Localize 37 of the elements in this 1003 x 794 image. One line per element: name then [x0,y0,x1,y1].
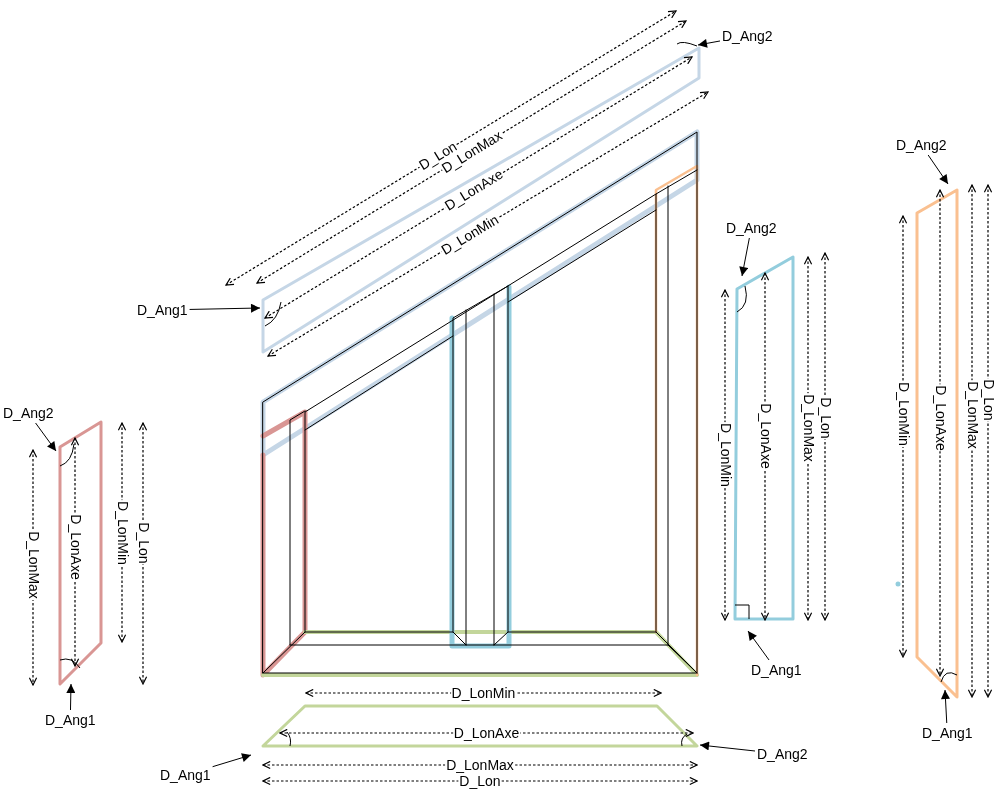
dimension-label: D_Lon [458,773,502,789]
leader-line [739,237,750,277]
dimension-label: D_LonAxe [452,725,521,741]
angle-label: D_Ang1 [922,725,973,741]
dimension-label: D_LonMax [800,392,816,463]
dimension-label: D_LonMax [445,757,515,773]
angle-label: D_Ang2 [896,137,947,153]
leader-line [66,683,76,711]
angle-label: D_Ang1 [160,767,211,783]
dimension-label: D_LonMin [895,381,911,448]
left-post-profile-drawing [58,420,103,686]
leader-line [941,689,950,724]
dimension-label: D_LonAxe [757,402,773,470]
sill-profile-drawing [261,704,699,748]
leader-line [35,422,57,452]
mullion-profile-drawing [733,255,795,621]
leader-line [697,38,721,48]
dimension-label: D_LonAxe [67,513,83,582]
dimension-label: D_Lon [817,396,833,440]
dimension-label: D_Lon [135,521,151,565]
dimension-label: D_LonAxe [932,384,948,453]
angle-label: D_Ang1 [751,662,802,678]
angle-label: D_Ang1 [137,302,188,318]
angle-label: D_Ang1 [45,712,96,728]
right-post-profile-drawing [915,188,959,699]
angle-label: D_Ang2 [722,28,773,44]
angle-label: D_Ang2 [3,405,54,421]
leader-line [189,303,261,313]
leader-line [927,154,949,185]
top-rail-profile-drawing [261,41,701,354]
leader-line [212,753,252,768]
dimension-label: D_Lon [980,378,996,422]
angle-label: D_Ang2 [757,746,808,762]
dimension-label: D_LonMin [114,499,130,566]
angle-label: D_Ang2 [726,220,777,236]
leader-line [699,741,756,752]
leader-line [747,630,770,661]
